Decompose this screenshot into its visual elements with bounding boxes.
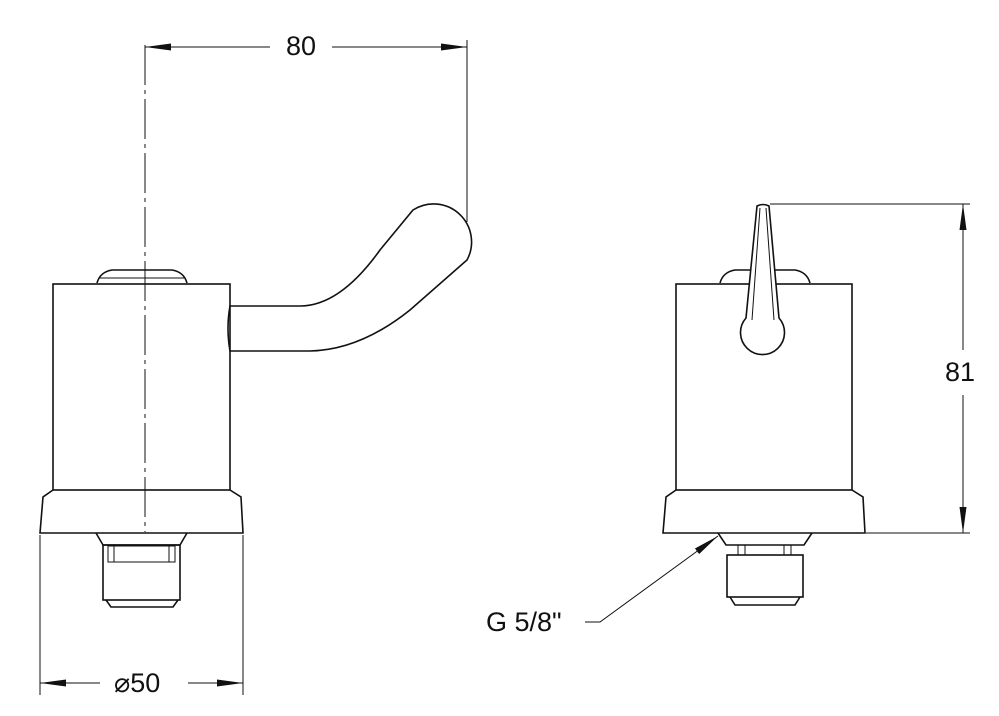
chamfer — [717, 532, 813, 546]
dimension-80-label: 80 — [286, 31, 317, 61]
diameter-symbol: ⌀ — [114, 668, 131, 698]
diameter-value: 50 — [130, 668, 161, 698]
chamfer — [95, 532, 188, 546]
lever-handle — [739, 203, 786, 356]
threaded-connector — [726, 554, 804, 598]
lever-handle — [227, 203, 473, 352]
threaded-connector — [102, 544, 181, 601]
base-flange — [662, 489, 866, 534]
side-view-tap — [39, 40, 473, 695]
front-view-tap — [585, 203, 970, 623]
dimension-81-label: 81 — [945, 357, 976, 387]
base-flange — [39, 489, 244, 534]
dimension-50-label: ⌀50 — [114, 670, 160, 697]
thread-leader — [585, 535, 719, 623]
thread-label: G 5/8" — [486, 607, 562, 637]
handle-body — [52, 283, 231, 491]
top-cap — [96, 269, 188, 284]
